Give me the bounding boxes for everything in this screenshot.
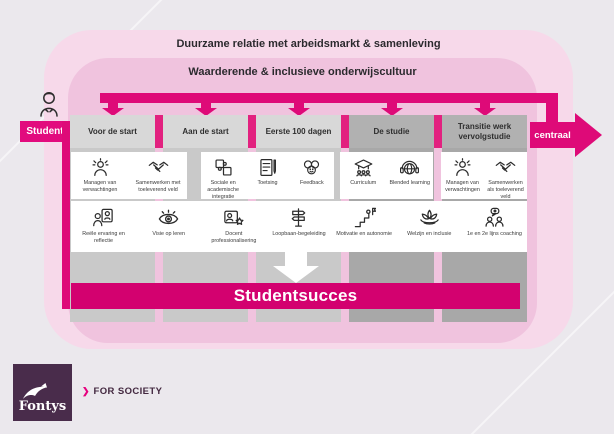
bracket-down-arrow bbox=[293, 103, 304, 109]
handshake-icon bbox=[148, 157, 169, 178]
phase-header-2: Aan de start bbox=[163, 115, 248, 148]
phase-header-4: De studie bbox=[349, 115, 434, 148]
phase-header-3: Eerste 100 dagen bbox=[256, 115, 341, 148]
fontys-fox-icon bbox=[23, 383, 47, 399]
card-item-label: Reële ervaring en reflectie bbox=[82, 231, 125, 245]
card-item: Welzijn en inclusie bbox=[397, 201, 462, 238]
card-item: Sociale en academische integratie bbox=[201, 152, 245, 201]
puzzle-icon bbox=[213, 157, 234, 178]
card-item: Managen van verwachtingen bbox=[71, 152, 129, 194]
bracket-down-arrow bbox=[386, 103, 397, 109]
card-item: Samenwerken met toeleverend veld bbox=[129, 152, 187, 194]
card-item-label: Samenwerken met toeleverend veld bbox=[135, 180, 181, 194]
card-item: Samenwerken als toeleverend veld bbox=[484, 152, 527, 201]
fontys-logo: Fontys bbox=[13, 364, 72, 421]
down-arrow-head bbox=[273, 266, 319, 283]
phase-separator bbox=[248, 115, 256, 148]
card-item-label: Samenwerken als toeleverend veld bbox=[487, 180, 524, 201]
card-item-label: Visie op leren bbox=[152, 231, 185, 237]
bracket-down-arrow-head bbox=[287, 108, 310, 116]
lotus-icon bbox=[418, 206, 441, 229]
card-item-label: Blended learning bbox=[389, 180, 430, 186]
card-item: Loopbaan-begeleiding bbox=[266, 201, 331, 238]
phase-separator bbox=[434, 115, 442, 148]
phase-header-1: Voor de start bbox=[70, 115, 155, 148]
card-item-label: Managen van verwachtingen bbox=[445, 180, 480, 194]
stairs-flag-icon bbox=[353, 206, 376, 229]
card-item-label: Docent professionalisering bbox=[211, 231, 257, 245]
fontys-wordmark: Fontys bbox=[18, 399, 67, 414]
bracket-down-arrow bbox=[107, 103, 118, 109]
bracket-down-arrow-head bbox=[473, 108, 496, 116]
bracket-down-arrow-head bbox=[194, 108, 217, 116]
person-sparks-icon bbox=[90, 157, 111, 178]
student-label: Student bbox=[20, 121, 70, 142]
title-onderwijscultuur: Waarderende & inclusieve onderwijscultuu… bbox=[188, 66, 417, 78]
card-item-label: 1e en 2e lijns coaching bbox=[466, 231, 522, 237]
for-society-tagline: ❯ FOR SOCIETY bbox=[82, 386, 162, 397]
signpost-icon bbox=[287, 206, 310, 229]
card-item-label: Managen van verwachtingen bbox=[82, 180, 118, 194]
white-card-2: Sociale en academische integratie Toetsin… bbox=[201, 152, 334, 201]
card-item: Blended learning bbox=[387, 152, 434, 187]
title-arbeidsmarkt: Duurzame relatie met arbeidsmarkt & same… bbox=[176, 38, 441, 50]
phase-header-5: Transitie werk vervolgstudie bbox=[442, 115, 527, 148]
bracket-right-vertical-bar bbox=[546, 93, 558, 131]
badge-star-icon bbox=[222, 206, 245, 229]
centraal-arrow-head bbox=[575, 113, 602, 157]
centraal-arrow: centraal bbox=[530, 122, 575, 148]
card-item-label: Toetsing bbox=[257, 180, 278, 186]
card-item: Curriculum bbox=[340, 152, 387, 187]
phase-separator bbox=[341, 115, 349, 148]
handshake-icon bbox=[495, 157, 516, 178]
tagline-text: FOR SOCIETY bbox=[93, 386, 163, 397]
mirror-icon bbox=[92, 206, 115, 229]
cards-row-2: Reële ervaring en reflectie Visie op lere… bbox=[71, 201, 527, 252]
card-item-label: Loopbaan-begeleiding bbox=[272, 231, 326, 237]
card-item: Reële ervaring en reflectie bbox=[71, 201, 136, 245]
card-item: Motivatie en autonomie bbox=[332, 201, 397, 238]
card-item: Visie op leren bbox=[136, 201, 201, 238]
eye-icon bbox=[157, 206, 180, 229]
card-item: 1e en 2e lijns coaching bbox=[462, 201, 527, 238]
white-card-1: Managen van verwachtingen Samenwerken met… bbox=[71, 152, 187, 199]
bracket-down-arrow-head bbox=[101, 108, 124, 116]
card-item-label: Welzijn en inclusie bbox=[407, 231, 452, 237]
card-item-label: Motivatie en autonomie bbox=[336, 231, 392, 237]
card-item-label: Sociale en academische integratie bbox=[207, 180, 240, 201]
phase-separator bbox=[155, 115, 163, 148]
card-item: Toetsing bbox=[245, 152, 289, 187]
chevron-icon: ❯ bbox=[82, 386, 90, 396]
student-person-icon bbox=[33, 88, 65, 119]
people-bubble-icon bbox=[483, 206, 506, 229]
checklist-icon bbox=[257, 157, 278, 178]
bracket-down-arrow-head bbox=[380, 108, 403, 116]
card-item: Feedback bbox=[290, 152, 334, 187]
down-arrow bbox=[285, 252, 307, 266]
card-item: Managen van verwachtingen bbox=[441, 152, 484, 194]
bracket-horizontal-bar bbox=[100, 93, 558, 103]
smileys-icon bbox=[301, 157, 322, 178]
person-sparks-icon bbox=[452, 157, 473, 178]
white-card-3: Curriculum Blended learning bbox=[340, 152, 433, 199]
card-item-label: Curriculum bbox=[350, 180, 377, 186]
student-success-connector-stripe bbox=[62, 121, 70, 309]
white-card-4: Managen van verwachtingen Samenwerken als… bbox=[441, 152, 527, 201]
studentsucces-bar: Studentsucces bbox=[71, 283, 520, 309]
headphones-globe-icon bbox=[399, 157, 420, 178]
bracket-down-arrow bbox=[200, 103, 211, 109]
card-item-label: Feedback bbox=[299, 180, 324, 186]
card-item: Docent professionalisering bbox=[201, 201, 266, 245]
bracket-down-arrow bbox=[479, 103, 490, 109]
grad-cap-icon bbox=[353, 157, 374, 178]
